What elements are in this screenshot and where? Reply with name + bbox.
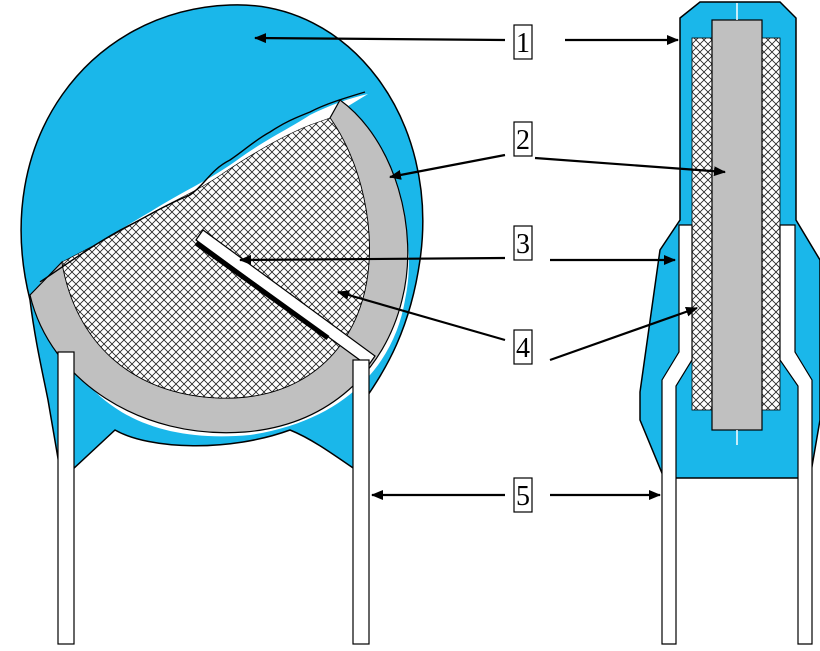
label-1-group: 1 <box>254 24 679 60</box>
arrow-1-left <box>254 33 506 44</box>
arrow-4-left <box>337 290 506 342</box>
label-4-box <box>513 329 533 365</box>
lead-left-front <box>57 351 75 645</box>
label-1: 1 <box>516 28 530 59</box>
arrow-2-right <box>534 156 726 177</box>
label-4-group: 4 <box>337 290 698 365</box>
lead-right-side <box>779 224 813 645</box>
label-3: 3 <box>516 229 530 260</box>
lead-edge-dark <box>194 240 330 341</box>
arrow-4-right <box>549 306 698 362</box>
label-5-group: 5 <box>371 477 661 513</box>
front-view <box>20 4 424 645</box>
label-2-group: 2 <box>389 121 726 180</box>
label-4: 4 <box>516 333 530 364</box>
label-2: 2 <box>516 125 530 156</box>
label-2-box <box>513 121 533 157</box>
arrow-3-left <box>239 254 506 265</box>
lead-right-front <box>352 359 370 645</box>
tear-edge <box>39 91 366 283</box>
lead-left-side <box>661 224 693 645</box>
electrode-side <box>711 19 763 431</box>
arrow-2-left <box>389 153 506 180</box>
label-3-box <box>513 225 533 261</box>
label-3-group: 3 <box>239 225 676 265</box>
label-5: 5 <box>516 481 530 512</box>
side-view <box>639 1 820 645</box>
label-5-box <box>513 477 533 513</box>
label-1-box <box>513 24 533 60</box>
